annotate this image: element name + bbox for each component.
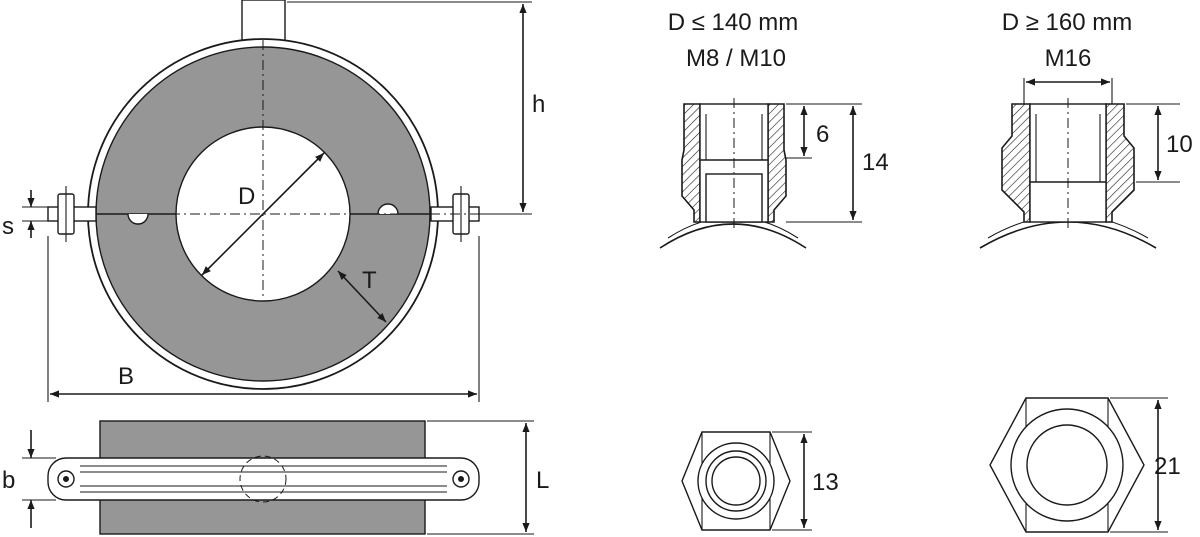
diameter-label: D <box>238 183 255 210</box>
large-wall-left <box>1001 103 1031 223</box>
length-label: L <box>536 467 549 494</box>
band-strap <box>47 457 480 501</box>
diameter-dimension <box>201 152 325 276</box>
small-insert-section: D ≤ 140 mm M8 / M10 6 14 13 <box>659 9 889 531</box>
thickness-dimension <box>337 270 387 323</box>
width-label: B <box>118 363 134 390</box>
clamp-front-view: D T h s B <box>2 0 545 402</box>
large-insert-condition: D ≥ 160 mm <box>1002 9 1133 36</box>
large-across-flats: 21 <box>1154 453 1181 480</box>
key-notch-right <box>377 203 399 215</box>
height-label: h <box>532 91 545 118</box>
small-insert-thread: M8 / M10 <box>686 45 786 72</box>
strap-width-label: b <box>2 467 15 494</box>
screw-lug-right <box>430 186 480 242</box>
large-thread-depth: 10 <box>1166 131 1193 158</box>
insert-wall-left <box>681 103 701 223</box>
clamp-top-view: b L <box>2 420 549 535</box>
pipe-arc-outer <box>659 223 807 249</box>
small-height: 14 <box>862 149 889 176</box>
screw-lug-left <box>47 186 97 242</box>
key-notch-left <box>127 213 149 225</box>
large-insert-thread: M16 <box>1045 45 1092 72</box>
large-wall-right <box>1105 103 1135 223</box>
small-insert-condition: D ≤ 140 mm <box>668 9 799 36</box>
large-insert-section: D ≥ 160 mm M16 10 21 <box>979 9 1193 533</box>
small-across-flats: 13 <box>812 469 839 496</box>
small-thread-depth: 6 <box>816 121 829 148</box>
thickness-label: T <box>362 267 377 294</box>
insert-wall-right <box>767 103 787 223</box>
mounting-boss <box>241 0 286 43</box>
band-thickness-label: s <box>2 213 14 240</box>
hidden-boss <box>239 455 287 503</box>
